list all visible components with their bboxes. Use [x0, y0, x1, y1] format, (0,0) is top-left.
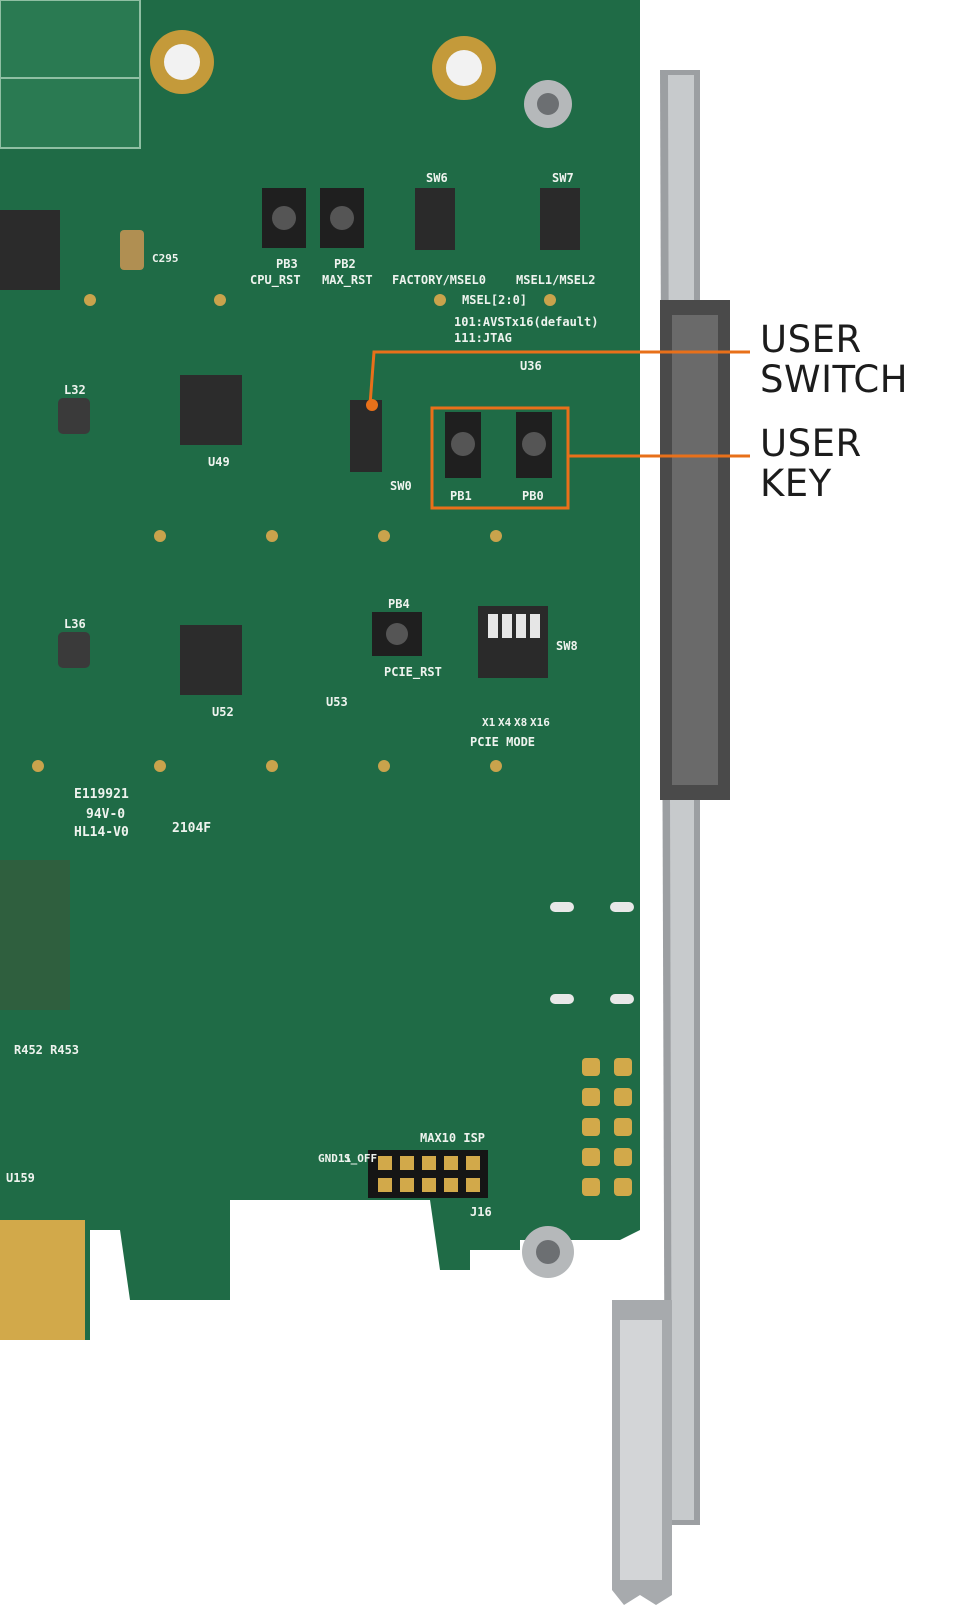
- label-jtag: 111:JTAG: [454, 331, 512, 345]
- label-r452: R452 R453: [14, 1043, 79, 1057]
- silkscreen-labels: CPU_RST MAX_RST FACTORY/MSEL0 MSEL1/MSEL…: [6, 171, 599, 1219]
- label-pcie-mode: PCIE MODE: [470, 735, 535, 749]
- user-switch-line1: USER: [760, 318, 862, 361]
- label-hl14: HL14-V0: [74, 825, 129, 840]
- label-avst: 101:AVSTx16(default): [454, 315, 599, 329]
- label-sw7: SW7: [552, 171, 574, 185]
- sw6-switch[interactable]: [415, 188, 455, 250]
- user-key-line2: KEY: [760, 462, 832, 505]
- label-j16: J16: [470, 1205, 492, 1219]
- user-switch-line2: SWITCH: [760, 358, 909, 401]
- label-date-code: 2104F: [172, 821, 211, 836]
- label-e119921: E119921: [74, 787, 129, 802]
- label-sw8: SW8: [556, 639, 578, 653]
- gold-edge-connector: [0, 1220, 85, 1340]
- label-max10-isp: MAX10 ISP: [420, 1131, 485, 1145]
- label-pb1: PB1: [450, 489, 472, 503]
- label-factory: FACTORY/MSEL0: [392, 273, 486, 287]
- annotation-lines: [366, 350, 750, 510]
- label-mode-x16: X16: [530, 716, 550, 729]
- label-94v0: 94V-0: [86, 807, 125, 822]
- chip-u49: [180, 375, 242, 445]
- user-switch-leader-line: [368, 350, 750, 406]
- label-sw0: SW0: [390, 479, 412, 493]
- label-msel: MSEL[2:0]: [462, 293, 527, 307]
- pcie-bracket: [612, 70, 730, 1605]
- label-mode-x1: X1: [482, 716, 496, 729]
- sw7-switch[interactable]: [540, 188, 580, 250]
- label-pb0: PB0: [522, 489, 544, 503]
- user-switch-leader-dot: [366, 399, 378, 411]
- label-c295: C295: [152, 252, 179, 265]
- label-pcie-rst: PCIE_RST: [384, 665, 442, 680]
- label-mode-x8: X8: [514, 716, 527, 729]
- user-key-highlight-box: [430, 406, 570, 510]
- label-cpu-rst: CPU_RST: [250, 273, 301, 288]
- label-u159: U159: [6, 1171, 35, 1185]
- label-u49: U49: [208, 455, 230, 469]
- label-mode-x4: X4: [498, 716, 512, 729]
- label-gnd11: GND11: [318, 1152, 351, 1165]
- user-switch-callout: USER SWITCH: [760, 320, 908, 400]
- label-msel12: MSEL1/MSEL2: [516, 273, 595, 287]
- label-u52: U52: [212, 705, 234, 719]
- circuit-board: [0, 0, 640, 1340]
- chip-u52: [180, 625, 242, 695]
- chip-u43: [0, 210, 60, 290]
- label-u53: U53: [326, 695, 348, 709]
- user-key-callout: USER KEY: [760, 424, 862, 504]
- label-u36: U36: [520, 359, 542, 373]
- user-key-line1: USER: [760, 422, 862, 465]
- label-pb4: PB4: [388, 597, 410, 611]
- label-pb3: PB3: [276, 257, 298, 271]
- label-s-off: S_OFF: [344, 1152, 377, 1165]
- label-sw6: SW6: [426, 171, 448, 185]
- label-max-rst: MAX_RST: [322, 273, 373, 288]
- label-l36: L36: [64, 617, 86, 631]
- sw0-switch[interactable]: [350, 400, 382, 472]
- label-pb2: PB2: [334, 257, 356, 271]
- label-l32: L32: [64, 383, 86, 397]
